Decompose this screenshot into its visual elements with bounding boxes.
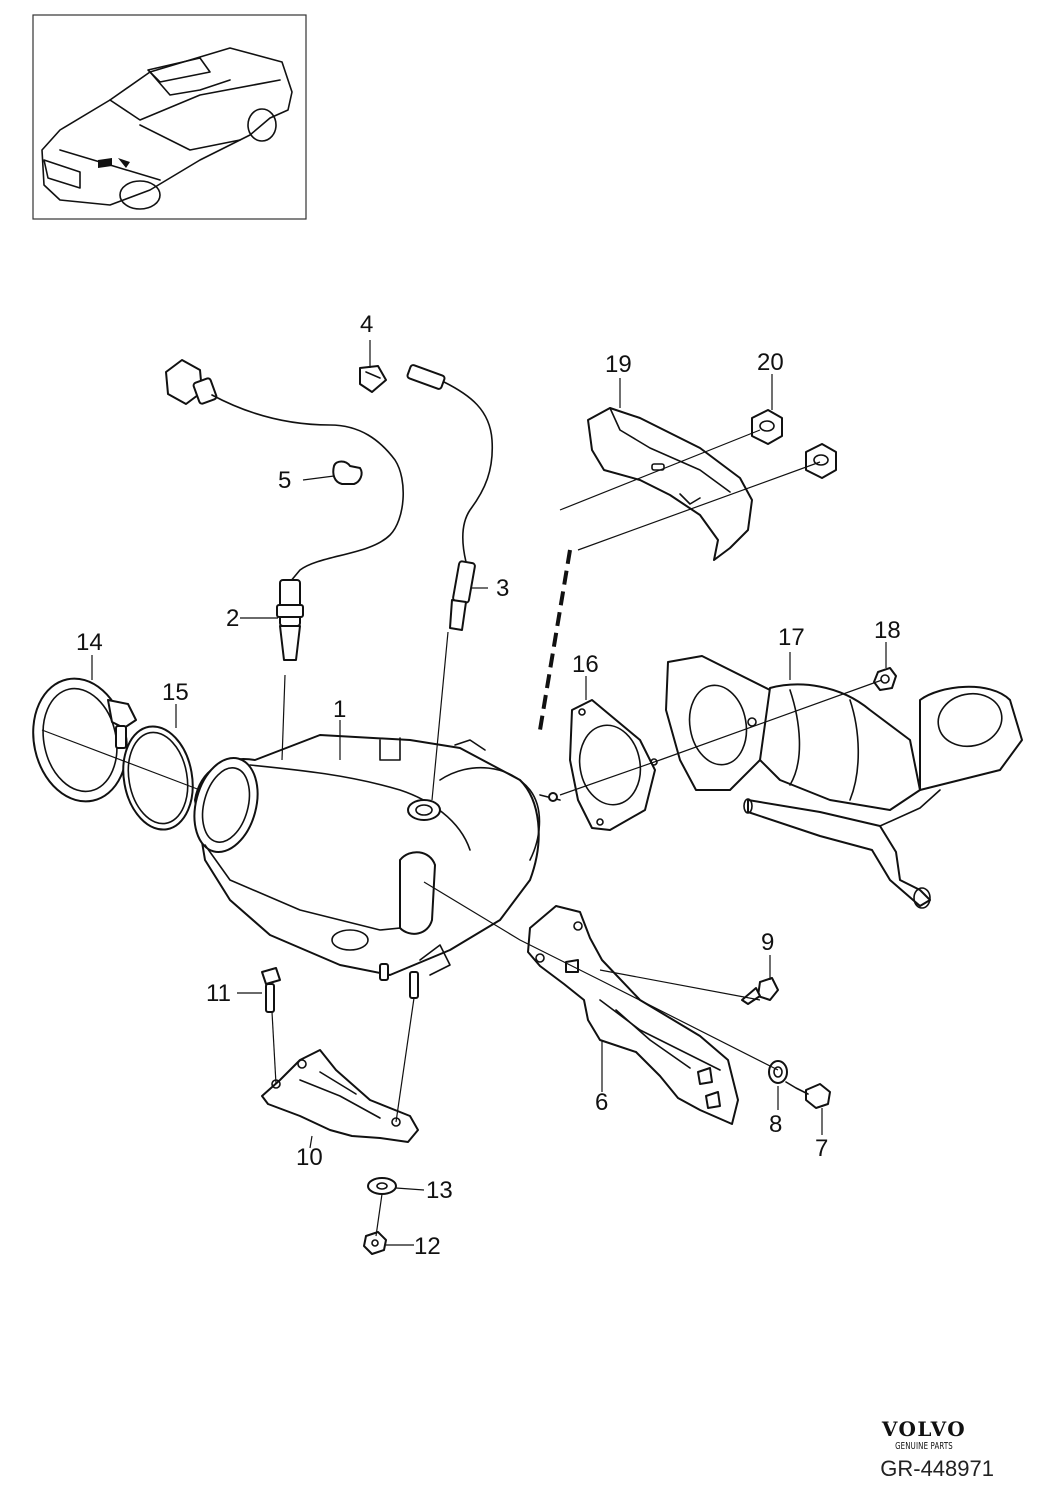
oxygen-sensor-downstream	[406, 364, 494, 631]
flange-gasket	[569, 699, 658, 831]
v-band-clamp	[32, 677, 137, 803]
callout-15: 15	[162, 679, 189, 706]
brand-logo: VOLVO GENUINE PARTS	[854, 1418, 994, 1453]
washer-8	[768, 1060, 788, 1084]
callout-5: 5	[278, 467, 291, 494]
support-bracket	[527, 905, 739, 1125]
lower-bracket	[261, 1049, 419, 1143]
car-outline-icon	[41, 47, 293, 210]
brand-subtitle: GENUINE PARTS	[895, 1441, 953, 1452]
diagram-reference: GR-448971	[880, 1456, 994, 1481]
callout-7: 7	[815, 1135, 828, 1162]
downpipe-catalyst	[665, 655, 1023, 909]
mounting-stud	[379, 963, 419, 999]
heat-shield	[587, 407, 753, 561]
washer-13	[367, 1177, 397, 1195]
callout-8: 8	[769, 1111, 782, 1138]
callout-19: 19	[605, 351, 632, 378]
assembly-lines	[41, 340, 887, 1246]
callout-3: 3	[496, 575, 509, 602]
callout-6: 6	[595, 1089, 608, 1116]
bolt-9	[741, 977, 779, 1005]
callout-9: 9	[761, 929, 774, 956]
callout-labels: 1 2 3 4 5 6 7 8 9 10 11 12 13 14 15 16 1…	[76, 311, 901, 1260]
callout-13: 13	[426, 1177, 453, 1204]
catalytic-converter	[193, 734, 561, 976]
vehicle-locator-inset	[32, 14, 307, 220]
nut-20	[751, 409, 837, 479]
bolt-11	[261, 967, 281, 1013]
callout-1: 1	[333, 696, 346, 723]
oxygen-sensor-upstream	[165, 359, 404, 661]
callout-10: 10	[296, 1144, 323, 1171]
wire-clip	[332, 460, 363, 485]
callout-17: 17	[778, 624, 805, 651]
callout-11: 11	[206, 980, 231, 1007]
callout-4: 4	[360, 311, 373, 338]
nut-18	[873, 667, 897, 691]
callout-20: 20	[757, 349, 784, 376]
brand-name: VOLVO	[881, 1417, 967, 1441]
sensor-clip	[359, 365, 387, 393]
callout-18: 18	[874, 617, 901, 644]
callout-16: 16	[572, 651, 599, 678]
callout-12: 12	[414, 1233, 441, 1260]
callout-2: 2	[226, 605, 239, 632]
flange-bolt-7	[785, 1081, 831, 1109]
gasket-ring	[122, 725, 194, 831]
callout-14: 14	[76, 629, 103, 656]
nut-12	[363, 1231, 387, 1255]
